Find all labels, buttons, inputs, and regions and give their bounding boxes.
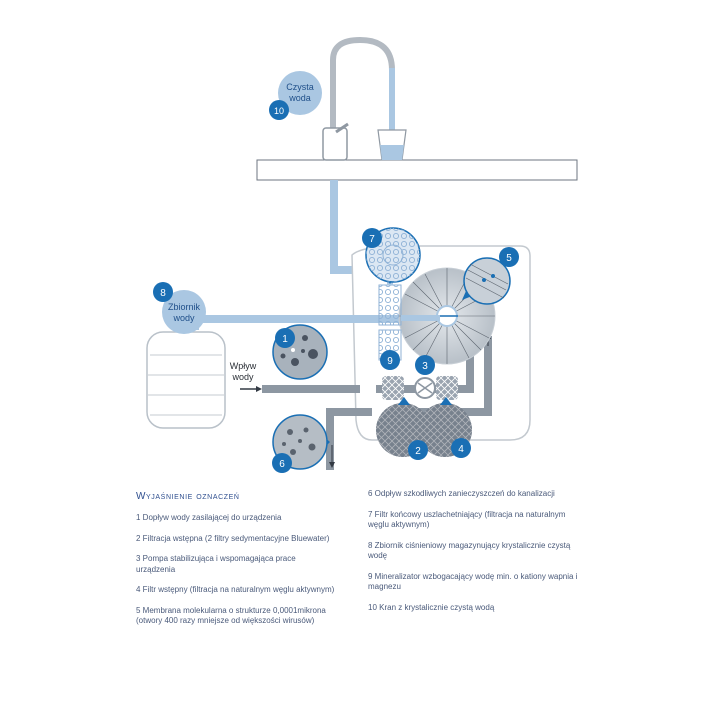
marker-5: 5	[499, 247, 519, 267]
svg-text:5: 5	[506, 253, 512, 264]
water-stream	[389, 68, 395, 140]
bubble-5-magnifier	[462, 257, 511, 305]
legend-item-2: 2 Filtracja wstępna (2 filtry sedymentac…	[136, 533, 330, 543]
clean-water-label-line2: woda	[288, 93, 311, 103]
marker-8: 8	[153, 282, 173, 302]
svg-text:7: 7	[369, 234, 375, 245]
legend-item-9: 9 Mineralizator wzbogacający wodę min. o…	[368, 571, 578, 592]
pump-left	[382, 376, 404, 400]
legend-item-6: 6 Odpływ szkodliwych zanieczyszczeń do k…	[368, 489, 555, 498]
legend-item-4: 4 Filtr wstępny (filtracja na naturalnym…	[136, 585, 335, 594]
svg-text:10: 10	[274, 106, 284, 116]
pump-right	[436, 376, 458, 400]
legend-item-1: 1 Dopływ wody zasilającej do urządzenia	[136, 513, 282, 522]
post-filter-column	[378, 284, 402, 326]
inflow-label-line1: Wpływ	[230, 361, 257, 371]
faucet	[322, 36, 395, 161]
legend-item-8: 8 Zbiornik ciśnieniowy magazynujący krys…	[368, 540, 571, 561]
svg-text:9: 9	[387, 356, 393, 367]
marker-10: 10	[269, 100, 289, 120]
svg-text:4: 4	[458, 444, 464, 455]
legend-item-5: 5 Membrana molekularna o strukturze 0,00…	[136, 605, 326, 626]
svg-text:1: 1	[282, 334, 288, 345]
tank-label-line2: wody	[172, 313, 195, 323]
marker-9: 9	[380, 350, 400, 370]
clean-water-label-line1: Czysta	[286, 82, 314, 92]
marker-7: 7	[362, 228, 382, 248]
legend-left: 1 Dopływ wody zasilającej do urządzenia …	[136, 513, 336, 637]
countertop	[256, 159, 578, 181]
tank-callout: Zbiornik wody	[162, 290, 206, 334]
legend-item-10: 10 Kran z krystalicznie czystą wodą	[368, 602, 495, 612]
marker-2: 2	[408, 440, 428, 460]
tank-label-line1: Zbiornik	[168, 302, 201, 312]
marker-6: 6	[272, 453, 292, 473]
clean-water-callout: Czysta woda	[278, 71, 322, 115]
svg-text:3: 3	[422, 361, 428, 372]
glass	[377, 129, 407, 161]
water-tank	[146, 331, 226, 429]
legend-item-3: 3 Pompa stabilizująca i wspomagająca pra…	[136, 554, 296, 574]
svg-text:8: 8	[160, 288, 166, 299]
inflow-label-line2: wody	[231, 372, 254, 382]
marker-3: 3	[415, 355, 435, 375]
marker-1: 1	[275, 328, 295, 348]
marker-4: 4	[451, 438, 471, 458]
svg-text:2: 2	[415, 446, 421, 457]
legend-right: 6 Odpływ szkodliwych zanieczyszczeń do k…	[368, 489, 588, 623]
svg-text:6: 6	[279, 459, 285, 470]
legend-title: Wyjaśnienie oznaczeń	[136, 491, 240, 502]
legend-item-7: 7 Filtr końcowy uszlachetniający (filtra…	[368, 509, 566, 530]
